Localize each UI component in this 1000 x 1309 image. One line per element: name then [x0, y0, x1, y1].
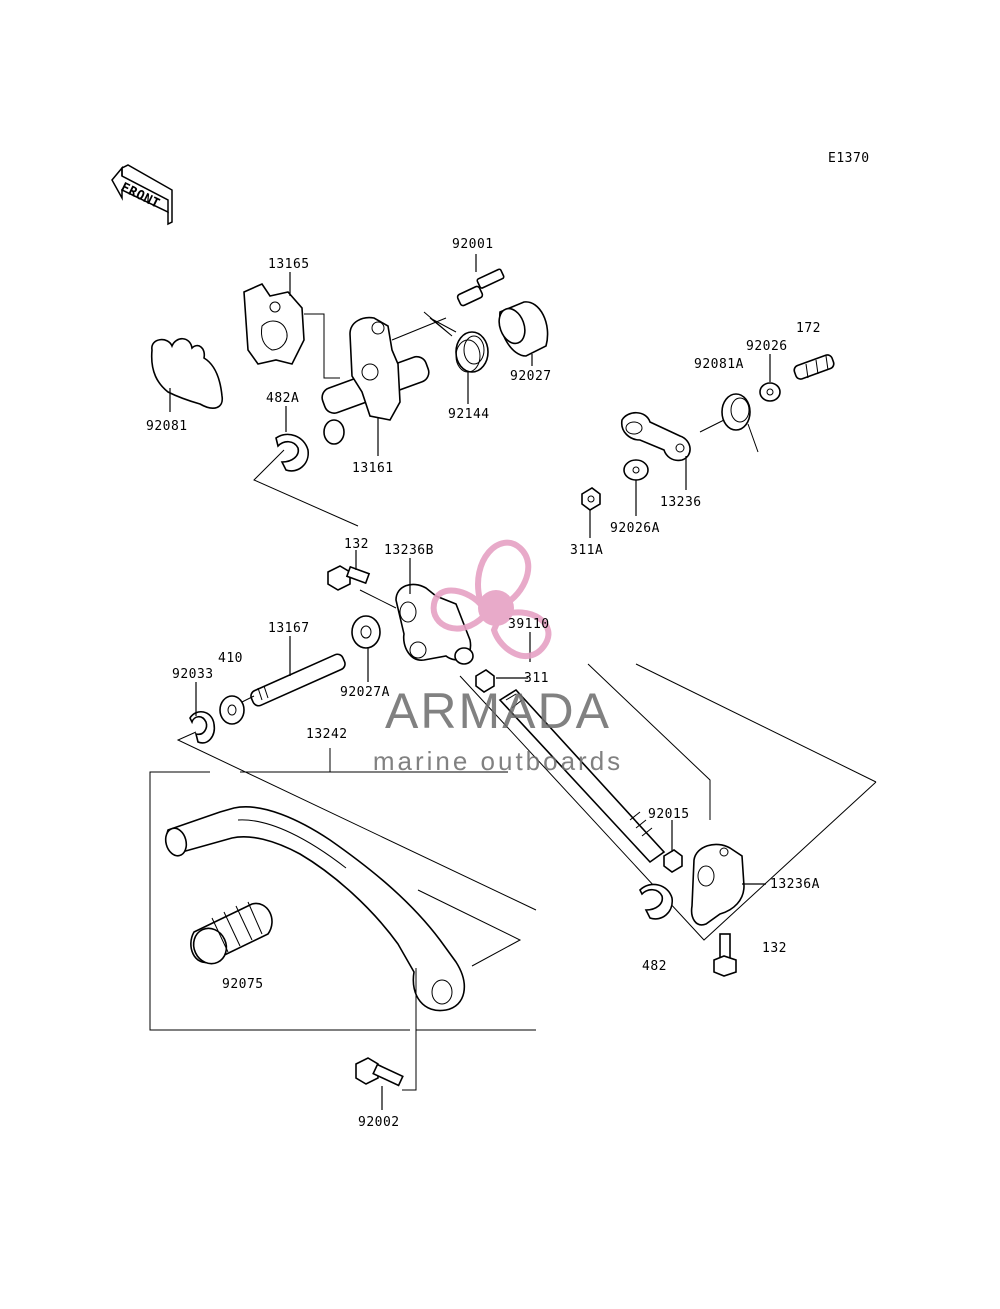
washer-410 [219, 695, 245, 725]
label-92001: 92001 [452, 237, 494, 252]
nut-92015 [663, 849, 683, 873]
lever-13236A [690, 843, 745, 926]
label-311A: 311A [570, 543, 603, 558]
rod-39110 [498, 688, 666, 864]
label-13236: 13236 [660, 495, 702, 510]
label-482: 482 [642, 959, 667, 974]
shaft-13167 [250, 653, 346, 707]
label-132-lower: 132 [762, 941, 787, 956]
label-172: 172 [796, 321, 821, 336]
gasket-92081 [150, 337, 224, 409]
label-92015: 92015 [648, 807, 690, 822]
lever-13236 [620, 411, 691, 462]
label-132-upper: 132 [344, 537, 369, 552]
leader-lines [169, 254, 771, 1110]
label-13167: 13167 [268, 621, 310, 636]
bolt-132-upper [327, 565, 371, 591]
part-labels: 92001 13165 92081 482A 13161 92144 92027… [146, 237, 821, 1130]
label-92002: 92002 [358, 1115, 400, 1130]
rubber-92075 [190, 901, 273, 965]
washer-92026A [623, 459, 649, 481]
label-39110: 39110 [508, 617, 550, 632]
label-92026A: 92026A [610, 521, 660, 536]
watermark-tagline: marine outboards [373, 746, 623, 776]
label-92075: 92075 [222, 977, 264, 992]
bolt-172 [793, 354, 835, 380]
washer-92027A [351, 615, 381, 649]
bolt-132-lower [713, 933, 737, 977]
washer-92026 [759, 382, 781, 402]
label-92027: 92027 [510, 369, 552, 384]
collar-92027 [498, 301, 549, 357]
plate-13165 [243, 282, 305, 365]
bolt-92002 [355, 1057, 404, 1087]
label-92027A: 92027A [340, 685, 390, 700]
watermark-brand: ARMADA [385, 683, 611, 739]
label-311: 311 [524, 671, 549, 686]
label-13165: 13165 [268, 257, 310, 272]
label-13236A: 13236A [770, 877, 820, 892]
label-92026: 92026 [746, 339, 788, 354]
diagram-code: E1370 [828, 151, 870, 166]
watermark-logo-icon [430, 539, 552, 660]
pin-92001 [456, 268, 505, 307]
label-13242: 13242 [306, 727, 348, 742]
shift-shaft-13161 [321, 316, 430, 445]
label-482A: 482A [266, 391, 299, 406]
front-arrow-icon: FRONT [111, 164, 173, 226]
clip-482 [639, 883, 673, 920]
spring-92081A [699, 393, 759, 453]
pedal-13242 [164, 806, 465, 1012]
label-92081A: 92081A [694, 357, 744, 372]
label-92081: 92081 [146, 419, 188, 434]
clip-482A [275, 433, 309, 472]
nut-311 [475, 669, 495, 693]
label-92144: 92144 [448, 407, 490, 422]
circlip-92033 [189, 711, 216, 744]
label-13236B: 13236B [384, 543, 434, 558]
nut-311A [581, 487, 601, 511]
label-13161: 13161 [352, 461, 394, 476]
label-92033: 92033 [172, 667, 214, 682]
label-410: 410 [218, 651, 243, 666]
spring-92144 [423, 311, 489, 373]
